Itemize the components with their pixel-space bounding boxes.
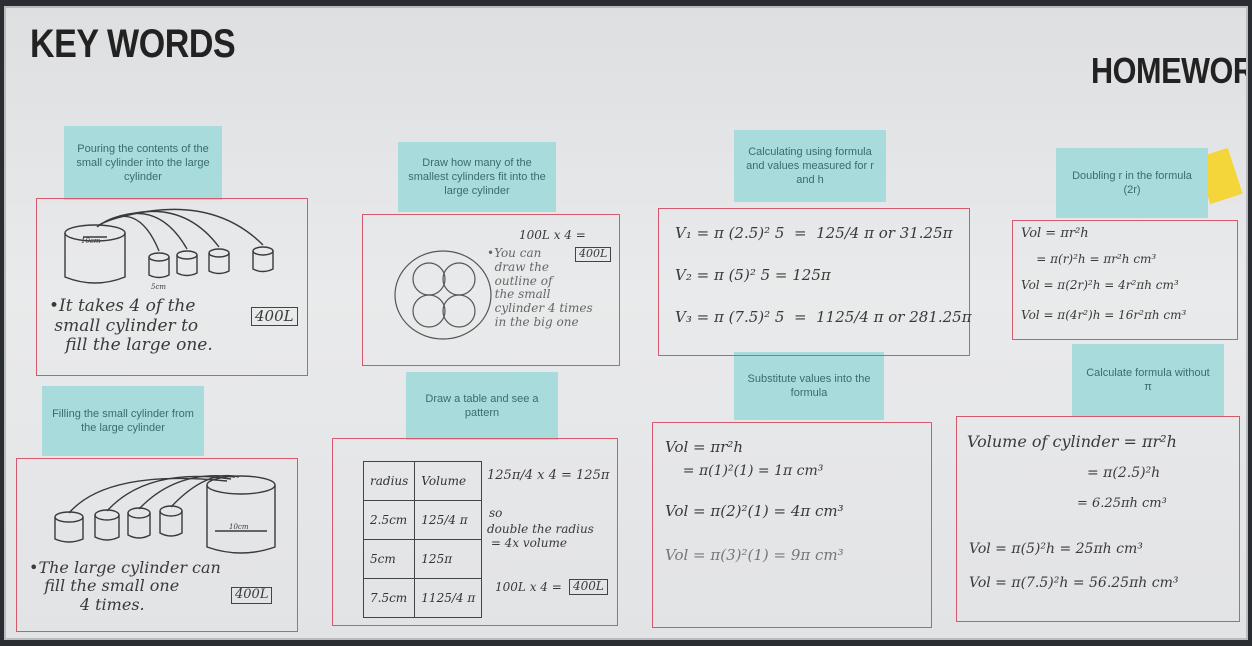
panel8-l5: Vol = π(7.5)²h = 56.25πh cm³ [969,575,1179,591]
note-calculating: Calculating using formula and values mea… [734,130,886,202]
panel-calculating: V₁ = π (2.5)² 5 = 125/4 π or 31.25π V₂ =… [658,208,972,356]
table-cell: 125π [414,539,483,579]
heading-key-words: KEY WORDS [30,22,236,66]
panel1-text: •It takes 4 of the small cylinder to fil… [49,296,213,356]
panel6-bottom: 100L x 4 = [495,580,562,594]
panel6-box: 400L [569,579,608,595]
table-cell: 2.5cm [362,500,416,540]
panel-table: radius Volume 2.5cm 125/4 π 5cm 125π 7.5… [332,438,618,626]
table-header-radius: radius [362,461,416,501]
note-filling: Filling the small cylinder from the larg… [42,386,204,456]
panel5-text: •The large cylinder can fill the small o… [29,558,221,614]
panel6-double: double the radius = 4x volume [487,522,594,550]
table-row: 5cm 125π [362,539,483,579]
note-without-pi: Calculate formula without π [1072,344,1224,416]
panel2-box: 400L [575,247,612,262]
panel7-l3: Vol = π(2)²(1) = 4π cm³ [665,502,844,520]
panel6-so: so [489,506,503,520]
note-table: Draw a table and see a pattern [406,372,558,440]
note-draw-cylinders: Draw how many of the smallest cylinders … [398,142,556,212]
table-cell: 125/4 π [414,500,483,540]
panel4-l3: Vol = π(2r)²h = 4r²πh cm³ [1021,278,1179,292]
panel8-l3: = 6.25πh cm³ [1077,496,1167,511]
table-cell: 1125/4 π [414,578,483,618]
cylinders-drawing: 10cm 5cm [64,208,274,291]
table-row: 7.5cm 1125/4 π [362,578,483,618]
panel2-line1: 100L x 4 = [519,228,586,242]
heading-homework: HOMEWORK [1091,50,1246,91]
panel2-text: •You can draw the outline of the small c… [487,246,593,329]
panel3-eq3: V₃ = π (7.5)² 5 = 1125/4 π or 281.25π [675,308,972,326]
cylinders-drawing-2: 10cm [54,474,276,554]
panel5-box: 400L [231,587,273,604]
panel-substitute: Vol = πr²h = π(1)²(1) = 1π cm³ Vol = π(2… [652,422,932,628]
panel8-l2: = π(2.5)²h [1087,465,1161,481]
table-cell: 7.5cm [362,578,416,618]
table-cell: 5cm [362,539,416,579]
table-header-volume: Volume [414,461,483,501]
panel4-l4: Vol = π(4r²)h = 16r²πh cm³ [1021,308,1187,322]
panel7-l1: Vol = πr²h [665,438,744,456]
circles-drawing [394,250,492,340]
radius-volume-table: radius Volume 2.5cm 125/4 π 5cm 125π 7.5… [362,461,483,618]
panel-pouring: 10cm 5cm •It takes 4 of the small cylind… [36,198,308,376]
panel-outline: 100L x 4 = 400L •You can draw the outlin… [362,214,620,366]
panel7-l2: = π(1)²(1) = 1π cm³ [665,463,824,479]
label-10cm-large: 10cm [229,523,249,531]
panel-doubling: Vol = πr²h = π(r)²h = πr²h cm³ Vol = π(2… [1012,220,1238,340]
panel7-l4: Vol = π(3)²(1) = 9π cm³ [665,546,844,564]
label-5cm: 5cm [151,283,166,291]
note-doubling: Doubling r in the formula (2r) [1056,148,1208,218]
panel4-l2: = π(r)²h = πr²h cm³ [1021,252,1157,266]
label-10cm: 10cm [81,237,101,245]
panel-filling: 10cm •The large cylinder can fill the sm… [16,458,298,632]
panel4-l1: Vol = πr²h [1021,226,1089,241]
panel8-l4: Vol = π(5)²h = 25πh cm³ [969,541,1143,557]
note-pouring: Pouring the contents of the small cylind… [64,126,222,200]
panel1-box: 400L [251,307,298,327]
panel6-eq: 125π/4 x 4 = 125π [487,468,610,483]
table-row: 2.5cm 125/4 π [362,500,483,540]
panel8-l1: Volume of cylinder = πr²h [967,432,1177,451]
panel3-eq2: V₂ = π (5)² 5 = 125π [675,266,831,284]
whiteboard: KEY WORDS HOMEWORK Pouring the contents … [4,6,1248,640]
note-substitute: Substitute values into the formula [734,352,884,420]
panel-without-pi: Volume of cylinder = πr²h = π(2.5)²h = 6… [956,416,1240,622]
panel3-eq1: V₁ = π (2.5)² 5 = 125/4 π or 31.25π [675,224,953,242]
